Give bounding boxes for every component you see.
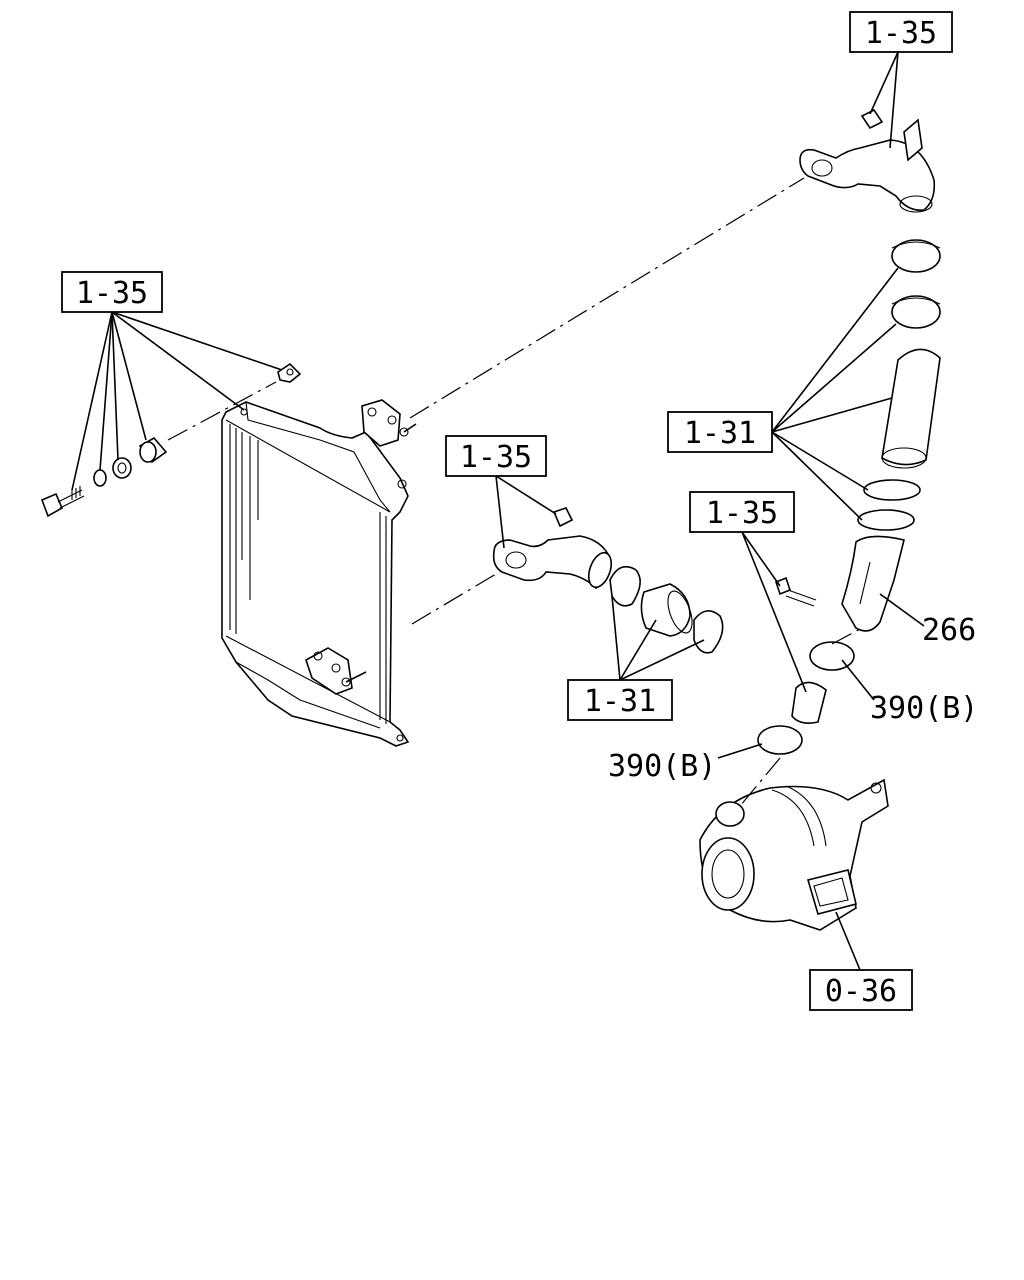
- callout-ref-left: 1-35: [61, 271, 163, 313]
- callout-ref-turbo: 0-36: [809, 969, 913, 1011]
- callout-ref-hose-upper-label: 1-31: [684, 416, 756, 451]
- callout-ref-right-mid: 1-35: [689, 491, 795, 533]
- bolt-and-bushing-set: [40, 362, 302, 518]
- intercooler-outlet-pipe: [799, 108, 936, 213]
- leader-lines: [71, 51, 925, 971]
- callout-ref-hose-upper: 1-31: [667, 411, 773, 453]
- callout-ref-top-right: 1-35: [849, 11, 953, 53]
- intercooler-core: [221, 399, 417, 747]
- callout-ref-top-right-label: 1-35: [865, 16, 937, 51]
- part-number-390b-right: 390(B): [870, 691, 978, 726]
- callout-ref-middle: 1-35: [445, 435, 547, 477]
- turbocharger: [699, 778, 889, 931]
- callout-ref-hose-lower: 1-31: [567, 679, 673, 721]
- callout-ref-hose-lower-label: 1-31: [584, 684, 656, 719]
- callout-ref-left-label: 1-35: [76, 276, 148, 311]
- hose-and-clamp-stack: [757, 239, 941, 755]
- intercooler-inlet-pipe: [492, 507, 724, 654]
- assembly-lines: [409, 177, 863, 807]
- part-number-266: 266: [922, 613, 976, 648]
- part-number-390b-left: 390(B): [608, 749, 716, 784]
- callout-ref-right-mid-label: 1-35: [706, 496, 778, 531]
- callout-ref-turbo-label: 0-36: [825, 974, 897, 1009]
- callout-ref-middle-label: 1-35: [460, 440, 532, 475]
